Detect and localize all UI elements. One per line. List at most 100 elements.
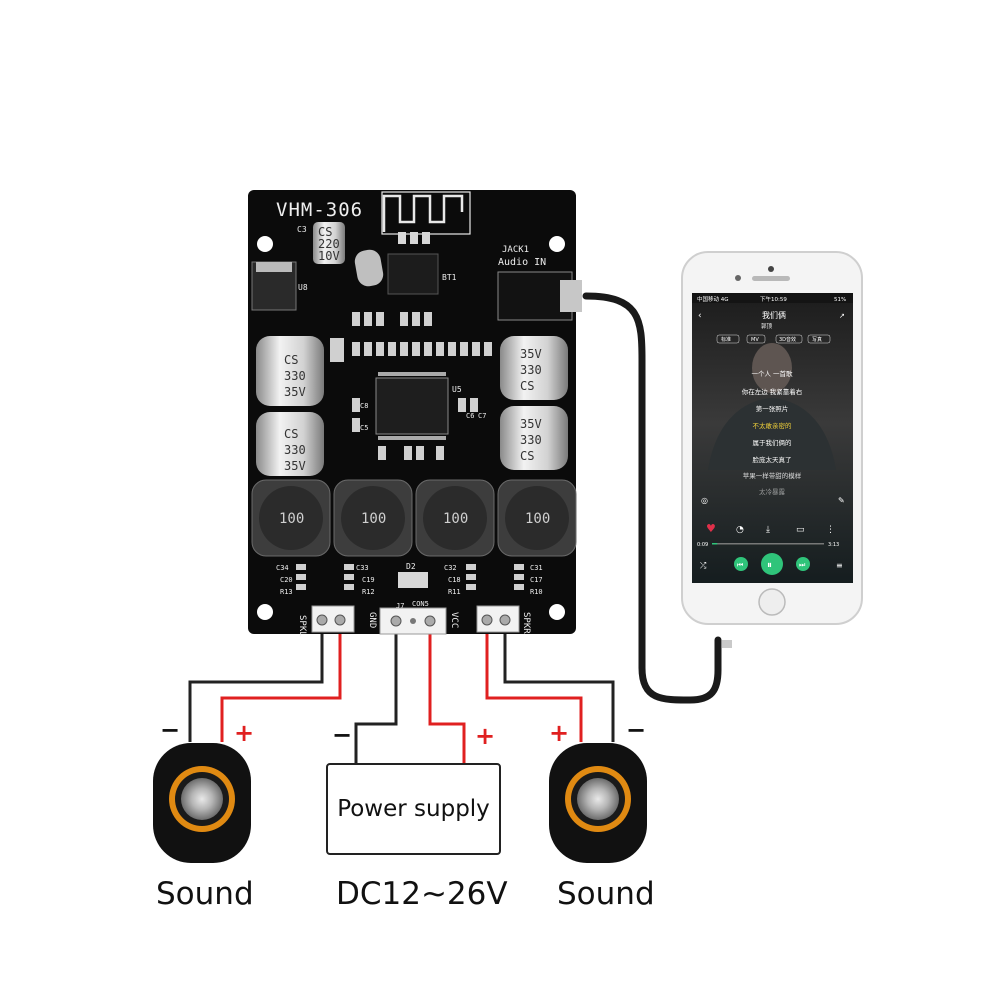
progress-track: [712, 543, 824, 545]
smd-row: [398, 232, 430, 244]
mount-hole: [549, 236, 565, 252]
effect-icon: ◔: [736, 525, 744, 535]
svg-text:第一张照片: 第一张照片: [756, 404, 789, 413]
disc-icon: ◎: [701, 496, 708, 505]
small-capacitor: [313, 222, 345, 264]
audio-jack: [497, 271, 573, 321]
small-cap-line3: 10V: [318, 249, 340, 263]
inductor: 100: [333, 479, 413, 557]
inductor: 100: [497, 479, 577, 557]
psu-plus-sign: +: [475, 722, 496, 750]
jack-sub-label: Audio IN: [498, 257, 546, 268]
svg-text:330: 330: [520, 363, 542, 377]
smartphone: 中国移动 4G 下午10:59 51% ‹ 我们俩 郭顶 ↗ 标准 MV 3D音…: [681, 251, 863, 648]
svg-text:标准: 标准: [721, 336, 731, 343]
svg-text:属于我们俩的: 属于我们俩的: [753, 438, 793, 447]
big-capacitor: CS 330 35V: [256, 336, 324, 406]
wire-psu-black: [354, 628, 398, 765]
diode: [398, 572, 428, 588]
term-conn-label: CON5: [412, 600, 429, 608]
time-elapsed: 0:09: [697, 542, 708, 548]
svg-text:C31: C31: [530, 564, 543, 572]
svg-text:你在左边 我紧靠着右: 你在左边 我紧靠着右: [742, 387, 803, 396]
amp-chip: [375, 377, 449, 435]
edit-icon: ✎: [838, 496, 845, 505]
svg-text:C20: C20: [280, 576, 293, 584]
svg-text:330: 330: [284, 443, 306, 457]
next-icon: ⏭: [799, 561, 806, 569]
svg-text:太冷暴露: 太冷暴露: [759, 487, 786, 496]
right-speaker-caption: Sound: [557, 876, 655, 912]
svg-text:CS: CS: [284, 353, 298, 367]
svg-text:100: 100: [443, 511, 468, 527]
svg-text:R10: R10: [530, 588, 543, 596]
status-left: 中国移动 4G: [697, 295, 729, 303]
smd-row: [352, 398, 478, 460]
download-icon: ⤓: [766, 525, 770, 535]
bt-chip-label: BT1: [442, 273, 457, 282]
board-model: VHM-306: [276, 199, 363, 221]
left-plus-sign: +: [234, 719, 255, 747]
voltage-caption: DC12~26V: [336, 876, 508, 912]
svg-text:C19: C19: [362, 576, 375, 584]
svg-text:C8: C8: [360, 402, 368, 410]
time-total: 3:13: [828, 542, 839, 548]
svg-text:100: 100: [361, 511, 386, 527]
jack-label: JACK1: [502, 245, 529, 255]
svg-text:330: 330: [520, 433, 542, 447]
progress-fill: [712, 543, 718, 545]
right-speaker: [549, 743, 647, 863]
svg-text:C18: C18: [448, 576, 461, 584]
term-left-label: SPKL: [297, 615, 307, 637]
right-plus-sign: +: [549, 719, 570, 747]
wire-psu-red: [428, 628, 466, 765]
antenna-trace: [382, 194, 464, 232]
small-cap-line1: CS: [318, 225, 332, 239]
svg-text:C7: C7: [478, 412, 486, 420]
mount-hole: [549, 604, 565, 620]
amp-chip-label: U5: [452, 385, 462, 394]
bt-chip: [387, 253, 439, 295]
amplifier-board: VHM-306 CS 220 10V C3 BT1 U8 JACK1 Audio…: [248, 190, 582, 637]
inductor: 100: [251, 479, 331, 557]
mount-hole: [257, 604, 273, 620]
wire-left-black: [188, 625, 324, 742]
svg-text:35V: 35V: [520, 417, 542, 431]
power-supply-label: Power supply: [337, 796, 490, 822]
small-cap-line2: 220: [318, 237, 340, 251]
svg-text:CS: CS: [520, 379, 534, 393]
svg-text:35V: 35V: [284, 459, 306, 473]
artist: 郭顶: [761, 322, 773, 330]
svg-text:R12: R12: [362, 588, 375, 596]
svg-text:C32: C32: [444, 564, 457, 572]
comment-icon: ▭: [796, 525, 805, 535]
svg-text:C6: C6: [466, 412, 474, 420]
like-icon: ♥: [706, 522, 716, 535]
svg-text:330: 330: [284, 369, 306, 383]
crystal: [354, 249, 384, 287]
big-capacitor: 35V 330 CS: [500, 336, 568, 400]
svg-text:3D音效: 3D音效: [779, 336, 796, 343]
diode-label: D2: [406, 562, 416, 571]
term-j7-label: J7: [396, 602, 404, 610]
svg-text:C5: C5: [360, 424, 368, 432]
playlist-icon: ≡: [836, 561, 843, 570]
big-capacitor: 35V 330 CS: [500, 406, 568, 470]
svg-text:C17: C17: [530, 576, 543, 584]
tag-row: 标准 MV 3D音效 写真: [716, 334, 831, 344]
right-minus-sign: −: [626, 716, 647, 744]
svg-text:MV: MV: [751, 337, 759, 343]
back-icon: ‹: [698, 311, 702, 321]
svg-text:脸庞太天真了: 脸庞太天真了: [753, 455, 792, 464]
wire-right-black: [503, 625, 615, 742]
svg-text:R11: R11: [448, 588, 461, 596]
svg-text:CS: CS: [284, 427, 298, 441]
svg-text:100: 100: [525, 511, 550, 527]
svg-text:R13: R13: [280, 588, 293, 596]
svg-text:C34: C34: [276, 564, 289, 572]
svg-text:一个人 一首歌: 一个人 一首歌: [751, 369, 793, 378]
home-button: [758, 588, 786, 616]
svg-text:C33: C33: [356, 564, 369, 572]
